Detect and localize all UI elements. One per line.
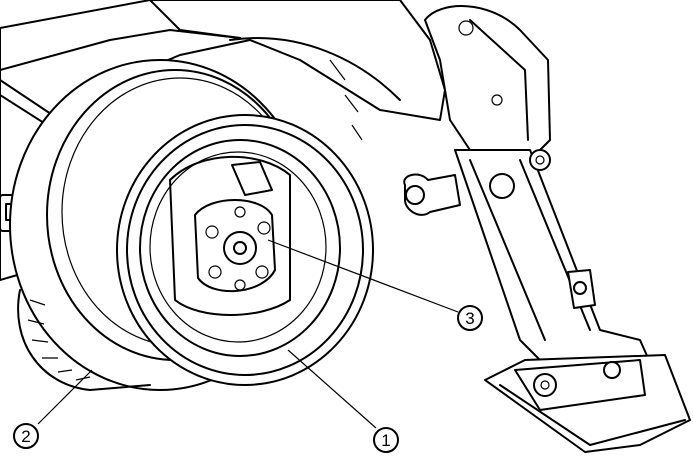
hub	[194, 161, 276, 293]
callout-3: 3	[457, 305, 483, 331]
callout-2-label: 2	[21, 427, 30, 446]
callout-1: 1	[373, 427, 399, 453]
leader-lines	[37, 239, 459, 429]
support-leg	[403, 5, 661, 396]
callout-2: 2	[13, 423, 39, 449]
callout-3-label: 3	[465, 309, 474, 328]
machine-frame	[0, 0, 446, 181]
foot-plate	[484, 354, 691, 453]
callout-1-label: 1	[381, 431, 390, 450]
